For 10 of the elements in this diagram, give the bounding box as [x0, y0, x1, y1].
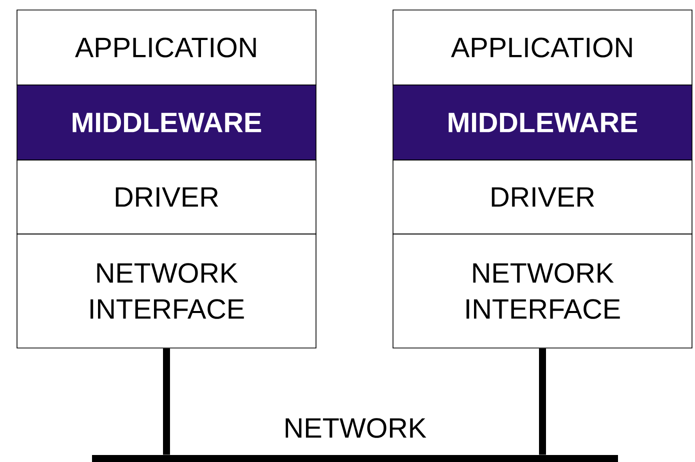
connector-line	[163, 348, 170, 455]
layer-box: DRIVER	[392, 160, 692, 234]
connector-line	[539, 348, 546, 455]
network-label: NETWORK	[286, 418, 426, 438]
layer-box: MIDDLEWARE	[16, 84, 316, 160]
layer-box: DRIVER	[16, 160, 316, 234]
layer-box: MIDDLEWARE	[392, 84, 692, 160]
layer-box: NETWORK INTERFACE	[392, 234, 692, 348]
layer-box: NETWORK INTERFACE	[16, 234, 316, 348]
network-bar	[92, 455, 618, 462]
